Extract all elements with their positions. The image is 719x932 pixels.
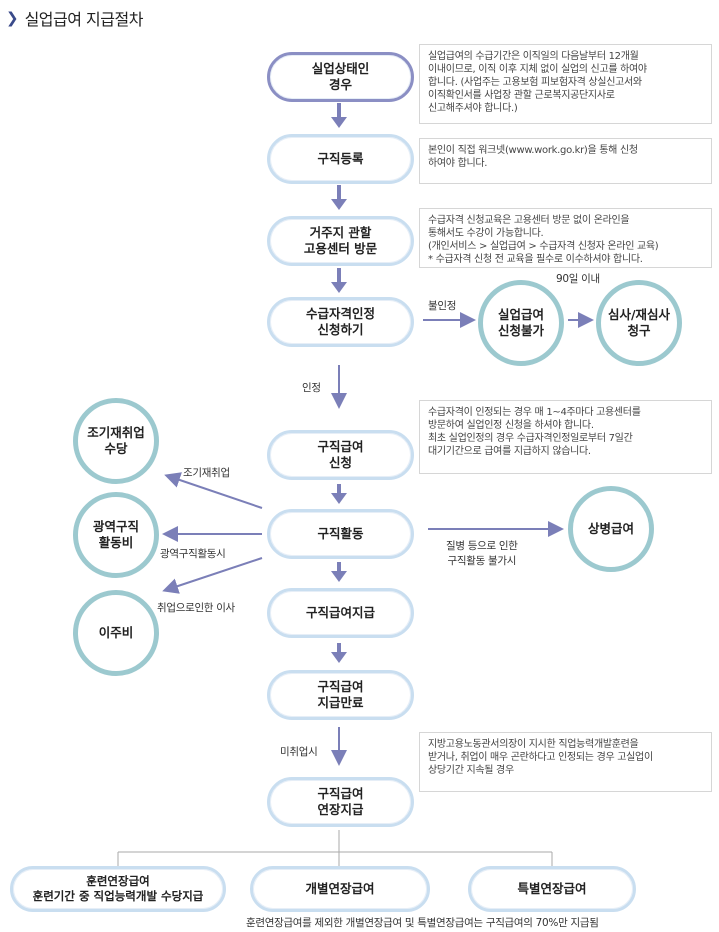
circle-review-request: 심사/재심사 청구	[596, 280, 682, 366]
label-sickness: 질병 등으로 인한 구직활동 불가시	[446, 540, 518, 567]
chevron-right-icon: ❯	[6, 9, 19, 27]
circle-relocation: 이주비	[73, 590, 159, 676]
bottom-individual-extension: 개별연장급여	[250, 866, 430, 912]
circle-early-reemployment: 조기재취업 수당	[73, 398, 159, 484]
step-apply-job-benefit: 구직급여 신청	[267, 430, 414, 480]
label-wide-area: 광역구직활동시	[160, 548, 226, 560]
circle-sickness-benefit: 상병급여	[568, 486, 654, 572]
label-approved: 인정	[302, 382, 321, 394]
step-benefit-expiry: 구직급여 지급만료	[267, 670, 414, 720]
bottom-training-extension: 훈련연장급여 훈련기간 중 직업능력개발 수당지급	[10, 866, 226, 912]
note-worknet-registration: 본인이 직접 워크넷(www.work.go.kr)을 통해 신청 하여야 합니…	[419, 138, 712, 184]
note-unemployment-recognition: 수급자격이 인정되는 경우 매 1~4주마다 고용센터를 방문하여 실업인정 신…	[419, 400, 712, 474]
label-within-90-days: 90일 이내	[556, 273, 600, 285]
label-not-approved: 불인정	[428, 300, 457, 312]
bottom-special-extension: 특별연장급여	[468, 866, 636, 912]
step-job-search-activity: 구직활동	[267, 509, 414, 559]
label-early-reemployment: 조기재취업	[183, 467, 230, 479]
step-benefit-extension: 구직급여 연장지급	[267, 777, 414, 827]
note-eligibility-education: 수급자격 신청교육은 고용센터 방문 없이 온라인을 통해서도 수강이 가능합니…	[419, 208, 712, 268]
note-extension-conditions: 지방고용노동관서의장이 지시한 직업능력개발훈련을 받거나, 취업이 매우 곤란…	[419, 732, 712, 792]
page-title: 실업급여 지급절차	[24, 10, 144, 29]
step-apply-eligibility: 수급자격인정 신청하기	[267, 297, 414, 347]
step-job-registration: 구직등록	[267, 134, 414, 184]
note-reporting-period: 실업급여의 수급기간은 이직일의 다음날부터 12개월 이내이므로, 이직 이후…	[419, 44, 712, 124]
label-unemployed: 미취업시	[280, 746, 318, 758]
label-move-due-to-employment: 취업으로인한 이사	[157, 602, 235, 614]
step-unemployed-status: 실업상태인 경우	[267, 52, 414, 102]
footnote: 훈련연장급여를 제외한 개별연장급여 및 특별연장급여는 구직급여의 70%만 …	[246, 917, 599, 929]
step-visit-employment-center: 거주지 관할 고용센터 방문	[267, 216, 414, 266]
step-job-benefit-payment: 구직급여지급	[267, 588, 414, 638]
circle-unemployment-denied: 실업급여 신청불가	[478, 280, 564, 366]
circle-wide-area-job-search: 광역구직 활동비	[73, 492, 159, 578]
section-header: ❯ 실업급여 지급절차	[6, 6, 143, 30]
